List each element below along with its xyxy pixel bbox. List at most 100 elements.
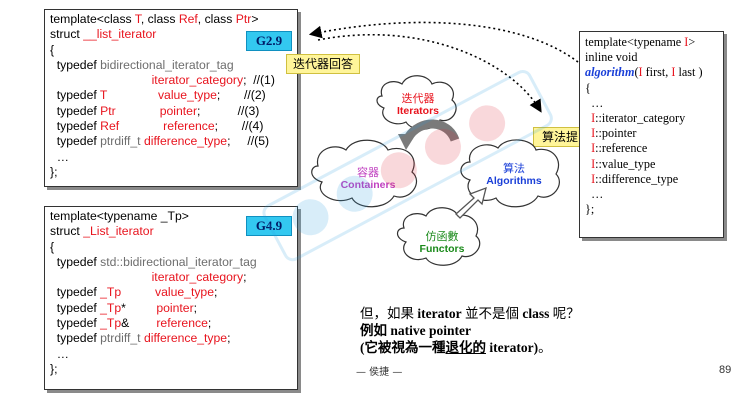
code-token: ; //(3): [197, 103, 260, 118]
code-token: Ptr: [235, 12, 252, 26]
code-token: typedef: [50, 331, 101, 346]
author-signature: — 侯捷 —: [356, 367, 403, 378]
label-iterators: 迭代器 Iterators: [386, 92, 450, 118]
label-functors: 仿函數 Functors: [410, 230, 474, 256]
arrow-head-iterators-containers: [398, 134, 416, 150]
code-line: struct __list_iterator: [50, 27, 297, 42]
code-token: …: [50, 346, 69, 361]
label-algorithms-zh: 算法: [503, 162, 525, 175]
code-line: };: [50, 362, 297, 377]
code-line: typedef ptrdiff_t difference_type;: [50, 331, 297, 346]
bottom-l3-e: 。: [538, 340, 552, 355]
algo-args-end: last ): [675, 65, 703, 80]
code-token: difference_type: [143, 331, 228, 346]
page-number: 89: [719, 364, 732, 376]
algorithm-box: template<typename I> inline void algorit…: [579, 31, 724, 238]
code-line: typedef T value_type; //(2): [50, 88, 297, 103]
code-token: typedef: [50, 57, 101, 72]
algo-trait-item: I::iterator_category: [585, 111, 723, 126]
algo-template-text: template<typename: [585, 35, 685, 49]
algo-trait-name: ::value_type: [595, 156, 656, 171]
code-box-g49: template<typename _Tp>struct _List_itera…: [44, 206, 298, 390]
version-badge-g49: G4.9: [246, 216, 292, 236]
algo-trait-name: ::iterator_category: [595, 110, 686, 125]
code-token: Ref: [178, 12, 198, 26]
algo-function-name: algorithm: [585, 65, 635, 80]
code-token: ;: [227, 331, 231, 346]
code-token: typedef: [50, 88, 100, 103]
code-token: struct: [50, 27, 84, 42]
code-token: pointer: [156, 300, 194, 315]
bottom-l3-b: 退化的: [445, 340, 487, 355]
code-token: bidirectional_iterator_tag: [100, 57, 234, 72]
code-token: >: [251, 12, 259, 26]
code-token: __list_iterator: [83, 27, 157, 42]
code-token: ; //(2): [216, 88, 266, 103]
code-token: [119, 119, 163, 133]
code-token: ;: [213, 285, 218, 300]
algo-args-open: (: [634, 65, 639, 80]
bottom-l1-e: 呢？: [549, 306, 580, 321]
label-iterators-zh: 迭代器: [401, 92, 435, 105]
code-line: iterator_category; //(1): [50, 73, 297, 88]
code-line: template<typename _Tp>: [50, 209, 297, 224]
code-line: typedef ptrdiff_t difference_type; //(5): [50, 134, 297, 149]
algo-brace-close: };: [585, 202, 595, 217]
code-token: [116, 104, 160, 118]
code-token: iterator_category: [151, 270, 244, 285]
algo-trait-item: I::difference_type: [585, 172, 723, 187]
label-functors-zh: 仿函數: [425, 230, 459, 243]
code-token: struct: [50, 224, 84, 239]
code-token: , class: [140, 12, 179, 26]
code-token: typedef: [50, 316, 101, 331]
bottom-note: 但，如果 iterator 並不是個 class 呢？ 例如 native po…: [360, 305, 580, 356]
code-token: Ptr: [100, 103, 116, 118]
algo-trait-item: I::reference: [585, 141, 723, 156]
code-token: ;: [243, 270, 247, 285]
code-token: ; //(4): [214, 119, 264, 134]
code-token: _List_iterator: [83, 224, 154, 239]
code-token: {: [50, 239, 55, 254]
code-token: template<typename _Tp>: [50, 209, 189, 223]
code-token: _Tp: [100, 300, 122, 315]
code-token: [50, 73, 152, 87]
code-token: reference: [156, 316, 208, 331]
algo-trait-item: I::value_type: [585, 157, 723, 172]
algo-trait-item: I::pointer: [585, 126, 723, 141]
code-token: …: [50, 149, 69, 164]
label-algorithms: 算法 Algorithms: [474, 162, 554, 188]
version-badge-g29: G2.9: [246, 31, 292, 51]
algo-arg-type-2: I: [671, 65, 676, 80]
algo-trait-prefix: I: [591, 126, 596, 141]
code-line: typedef std::bidirectional_iterator_tag: [50, 255, 297, 270]
code-token: value_type: [157, 88, 217, 103]
label-containers-en: Containers: [340, 179, 396, 191]
code-line: …: [50, 347, 297, 362]
code-token: typedef: [50, 134, 101, 149]
bottom-l1-d: class: [522, 306, 550, 321]
code-line: };: [50, 165, 297, 180]
code-token: [121, 285, 155, 299]
code-token: std::bidirectional_iterator_tag: [100, 254, 257, 269]
code-token: difference_type: [143, 134, 228, 149]
bottom-l1-b: iterator: [417, 306, 462, 321]
code-token: typedef: [50, 285, 101, 300]
algo-ellipsis-1: …: [585, 95, 604, 110]
code-token: T: [134, 12, 141, 26]
code-token: Ref: [100, 119, 120, 134]
algo-trait-name: ::pointer: [595, 126, 637, 141]
note-iterator-answer: 迭代器回答: [286, 54, 360, 74]
label-containers-zh: 容器: [357, 166, 379, 179]
bottom-l2-a: 例如: [360, 323, 391, 338]
arrow-iterators-containers: [404, 119, 460, 142]
code-line: typedef _Tp& reference;: [50, 316, 297, 331]
arrow-functors-algorithms: [455, 186, 487, 219]
label-functors-en: Functors: [419, 243, 465, 255]
code-token: _Tp: [100, 285, 122, 300]
code-line: {: [50, 43, 297, 58]
code-line: {: [50, 240, 297, 255]
algo-trait-prefix: I: [591, 141, 596, 156]
code-line: typedef Ptr pointer; //(3): [50, 104, 297, 119]
bottom-l3-c: iterator: [486, 340, 534, 355]
code-line: iterator_category;: [50, 270, 297, 285]
